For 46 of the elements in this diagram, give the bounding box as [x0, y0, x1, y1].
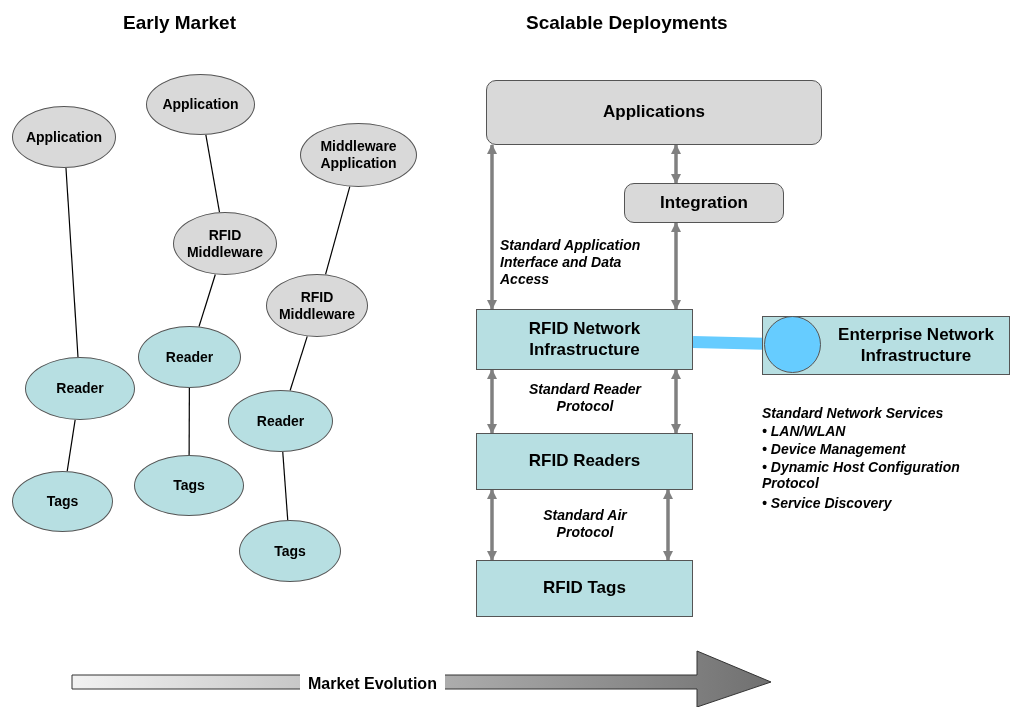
node-label: Tags [46, 493, 79, 510]
connector-line [198, 273, 216, 328]
node-label: Enterprise Network Infrastructure [837, 325, 995, 366]
double-arrow [486, 488, 498, 562]
node-label: RFID Middleware [185, 226, 265, 261]
connector-line [324, 186, 351, 276]
double-arrow [670, 221, 682, 311]
process-box [476, 433, 693, 490]
double-arrow [670, 143, 682, 185]
section-heading: Scalable Deployments [526, 12, 728, 34]
rounded-box [486, 80, 822, 145]
note-text: • Service Discovery [762, 495, 892, 512]
node-label: Application [162, 96, 239, 113]
node-label: Tags [173, 477, 205, 494]
connector-line [289, 335, 308, 392]
node-label: Reader [56, 380, 104, 397]
rounded-box [624, 183, 784, 223]
node-label: Reader [256, 412, 305, 430]
node-label: RFID Network Infrastructure [527, 319, 642, 360]
node-label: Reader [165, 348, 214, 366]
node-label: Application [25, 128, 103, 146]
node-label: Applications [603, 102, 705, 123]
connector-line [65, 167, 79, 358]
note-text: • Device Management [762, 441, 906, 458]
node-label: Integration [660, 192, 748, 214]
double-arrow [486, 143, 498, 311]
node-label: Middleware Application [319, 138, 398, 172]
note-text: Standard Network Services [762, 405, 944, 422]
connector-line [188, 387, 190, 456]
node-label: RFID Tags [543, 578, 626, 599]
node-label: RFID Readers [528, 451, 641, 472]
section-heading: Early Market [123, 12, 236, 34]
double-arrow [662, 488, 674, 562]
connector-line [66, 419, 76, 472]
double-arrow [486, 368, 498, 435]
connector-line [205, 134, 221, 213]
node-label: Tags [274, 542, 306, 560]
process-box [762, 316, 1010, 375]
process-box [476, 309, 693, 370]
circle-node [764, 316, 821, 373]
double-arrow [670, 368, 682, 435]
note-text: • LAN/WLAN [762, 423, 846, 440]
connector-line [282, 451, 289, 521]
note-text: • Dynamic Host Configuration Protocol [762, 459, 961, 492]
process-box [476, 560, 693, 617]
node-label: RFID Middleware [277, 288, 357, 323]
